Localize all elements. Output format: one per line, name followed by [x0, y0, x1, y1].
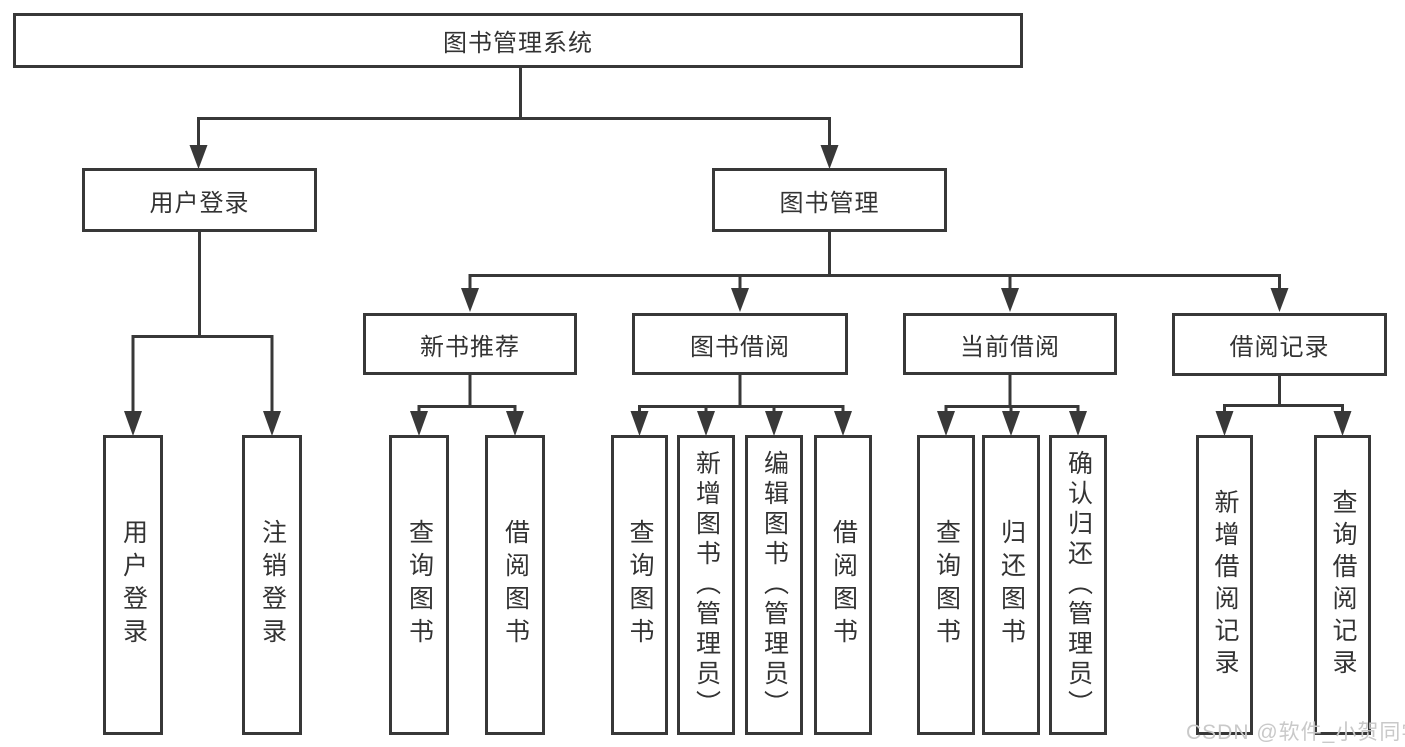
- arrow-down-icon: [263, 411, 281, 436]
- leaf-label: 确认归还（管理员）: [1064, 450, 1093, 720]
- leaf-add-book-admin: 新增图书（管理员）: [677, 435, 735, 735]
- node-label: 借阅记录: [1229, 334, 1330, 361]
- leaf-user-login: 用户登录: [103, 435, 163, 735]
- leaf-label: 借阅图书: [501, 519, 530, 651]
- node-book-management: 图书管理: [712, 168, 947, 232]
- arrow-down-icon: [189, 145, 208, 169]
- node-library-management-system: 图书管理系统: [13, 13, 1023, 68]
- leaf-label: 查询借阅记录: [1329, 489, 1357, 681]
- leaf-edit-book-admin: 编辑图书（管理员）: [745, 435, 803, 735]
- leaf-return-books: 归还图书: [982, 435, 1040, 735]
- arrow-down-icon: [124, 411, 142, 436]
- arrow-down-icon: [937, 411, 955, 436]
- arrowhead-icons: [124, 145, 1352, 436]
- leaf-label: 归还图书: [997, 519, 1026, 651]
- arrow-down-icon: [506, 411, 524, 436]
- leaf-add-borrow-record: 新增借阅记录: [1196, 435, 1253, 735]
- leaf-label: 查询图书: [405, 519, 434, 651]
- arrow-down-icon: [820, 145, 839, 169]
- leaf-label: 查询图书: [932, 519, 961, 651]
- leaf-label: 查询图书: [626, 519, 654, 651]
- arrow-down-icon: [765, 411, 783, 436]
- connector-line: [131, 335, 274, 416]
- node-label: 用户登录: [149, 189, 250, 217]
- leaf-label: 新增借阅记录: [1211, 489, 1239, 681]
- arrow-down-icon: [1215, 411, 1234, 436]
- arrow-down-icon: [697, 411, 715, 436]
- leaf-label: 新增图书（管理员）: [692, 450, 721, 720]
- connector-line: [417, 405, 517, 416]
- node-borrow-records: 借阅记录: [1172, 313, 1387, 376]
- leaf-label: 借阅图书: [829, 519, 858, 651]
- csdn-watermark: CSDN @软件_小贺同学: [1186, 721, 1405, 744]
- node-new-book-recommend: 新书推荐: [363, 313, 577, 375]
- leaf-query-books: 查询图书: [611, 435, 668, 735]
- node-label: 图书借阅: [690, 333, 790, 361]
- arrow-down-icon: [1333, 411, 1352, 436]
- node-book-borrow: 图书借阅: [632, 313, 848, 375]
- leaf-label: 编辑图书（管理员）: [760, 450, 789, 720]
- connector-line: [197, 117, 831, 150]
- node-current-borrow: 当前借阅: [903, 313, 1117, 375]
- arrow-down-icon: [1002, 411, 1020, 436]
- arrow-down-icon: [1270, 288, 1289, 312]
- arrow-down-icon: [1001, 288, 1019, 312]
- leaf-borrow-books: 借阅图书: [485, 435, 545, 735]
- node-label: 图书管理系统: [443, 30, 593, 57]
- node-label: 新书推荐: [420, 333, 520, 361]
- arrow-down-icon: [461, 288, 479, 312]
- leaf-query-borrow-record: 查询借阅记录: [1314, 435, 1371, 735]
- leaf-label: 注销登录: [258, 519, 287, 651]
- arrow-down-icon: [834, 411, 852, 436]
- node-user-login: 用户登录: [82, 168, 317, 232]
- node-label: 当前借阅: [960, 333, 1060, 361]
- leaf-logout: 注销登录: [242, 435, 302, 735]
- leaf-borrow-books: 借阅图书: [814, 435, 872, 735]
- arrow-down-icon: [1069, 411, 1087, 436]
- connector-line: [468, 274, 1281, 294]
- leaf-confirm-return-admin: 确认归还（管理员）: [1049, 435, 1107, 735]
- node-label: 图书管理: [779, 189, 880, 217]
- arrow-down-icon: [731, 288, 749, 312]
- arrow-down-icon: [410, 411, 428, 436]
- connector-line: [638, 405, 845, 416]
- leaf-label: 用户登录: [119, 519, 148, 651]
- connector-line: [1223, 404, 1344, 416]
- leaf-query-books: 查询图书: [917, 435, 975, 735]
- arrow-down-icon: [630, 411, 649, 436]
- leaf-query-books: 查询图书: [389, 435, 449, 735]
